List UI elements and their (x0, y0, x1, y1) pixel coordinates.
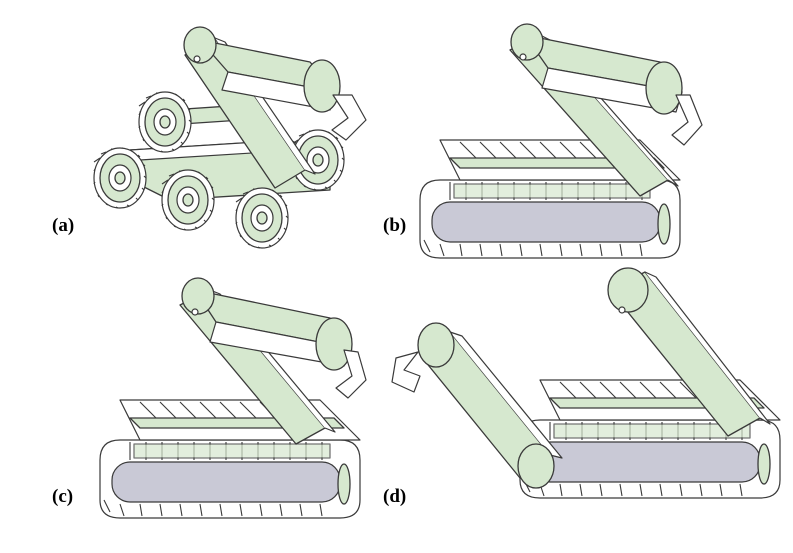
panel-label-c: (c) (52, 486, 74, 507)
panel-label-b: (b) (383, 215, 407, 236)
panel-b-drawing (419, 23, 703, 259)
panel-a-drawing (93, 26, 367, 249)
panel-c-drawing (99, 277, 367, 519)
panel-d-drawing (391, 267, 781, 499)
panel-label-a: (a) (52, 215, 75, 236)
panel-label-d: (d) (383, 486, 407, 507)
